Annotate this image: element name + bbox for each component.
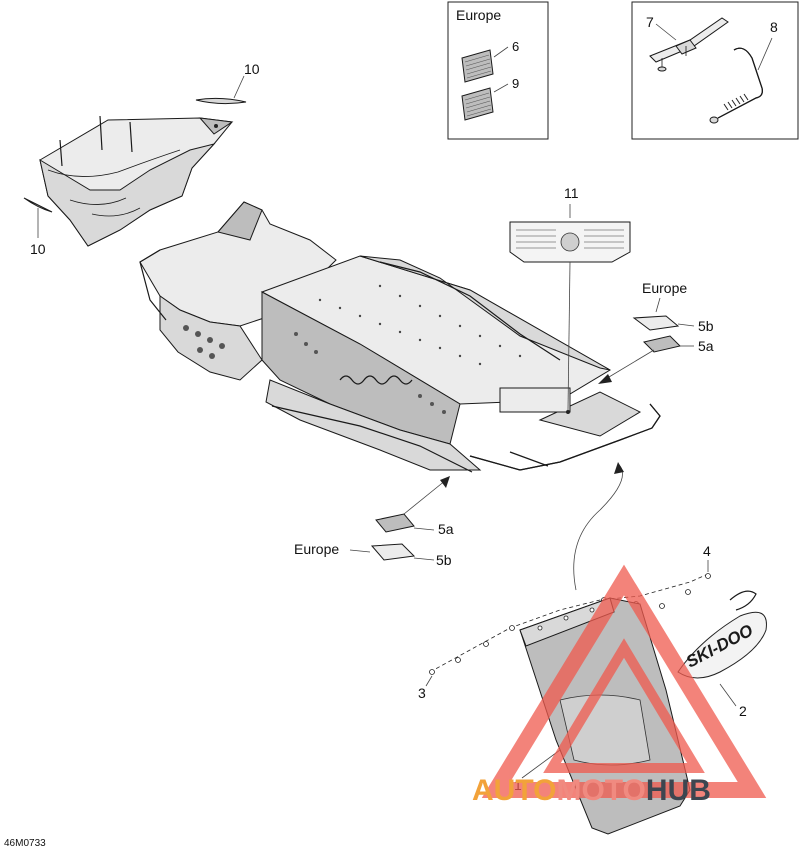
callout-11: 11 — [564, 185, 579, 201]
callout-2: 2 — [739, 703, 747, 719]
hardware-inset-box: 7 8 — [631, 1, 799, 140]
callout-9: 9 — [512, 76, 519, 91]
reflector-5b-bottom — [370, 543, 416, 561]
chassis-frame — [139, 201, 661, 473]
drawing-code: 46M0733 — [4, 838, 46, 849]
reflector-9 — [461, 87, 494, 121]
watermark-text-moto: MOTO — [556, 774, 645, 807]
hood-liner — [39, 115, 234, 247]
callout-8: 8 — [770, 19, 778, 35]
callout-5a-bottom: 5a — [438, 521, 454, 537]
watermark-text-hub: HUB — [646, 774, 711, 807]
europe-label-bottom: Europe — [294, 541, 339, 557]
callout-10-left: 10 — [30, 241, 46, 257]
automotohub-watermark: AUTOMOTOHUB — [472, 564, 767, 807]
reflector-5b-right — [632, 315, 680, 331]
europe-inset-label: Europe — [456, 7, 501, 23]
reflector-6 — [461, 49, 494, 83]
svg-text:AUTOMOTOHUB: AUTOMOTOHUB — [472, 774, 711, 807]
europe-inset-box: Europe 6 9 — [447, 1, 549, 140]
callout-7: 7 — [646, 14, 654, 30]
callout-5b-bottom: 5b — [436, 552, 452, 568]
callout-3: 3 — [418, 685, 426, 701]
europe-label-right: Europe — [642, 280, 687, 296]
reflector-5a-bottom — [375, 513, 415, 533]
bracket-7 — [649, 17, 729, 72]
reflector-5a-right — [643, 335, 681, 353]
seal-strip-10-top — [195, 97, 247, 105]
callout-4: 4 — [703, 543, 711, 559]
watermark-text-auto: AUTO — [472, 774, 556, 807]
ski-doo-decal: SKI-DOO — [677, 590, 767, 679]
watermark-triangle-logo — [481, 564, 767, 798]
warning-decal-11 — [509, 221, 631, 263]
callout-5b-right: 5b — [698, 318, 714, 334]
callout-6: 6 — [512, 39, 519, 54]
callout-5a-right: 5a — [698, 338, 714, 354]
callout-10-top: 10 — [244, 61, 260, 77]
pin-8 — [709, 47, 763, 124]
seal-strip-10-left — [23, 197, 53, 213]
